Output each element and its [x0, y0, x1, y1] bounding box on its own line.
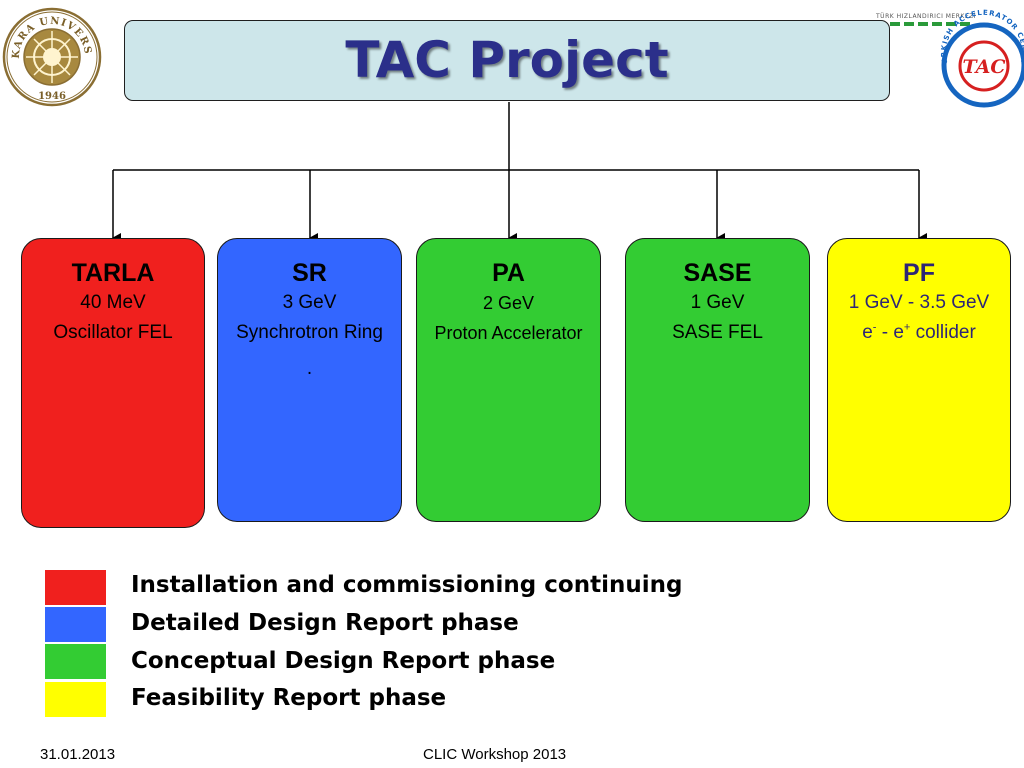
- legend-swatch-red: [45, 570, 106, 605]
- project-name: PA: [492, 259, 525, 287]
- project-box-tarla: TARLA 40 MeV Oscillator FEL: [21, 238, 205, 528]
- footer-event: CLIC Workshop 2013: [423, 746, 567, 763]
- project-box-sr: SR 3 GeV Synchrotron Ring .: [217, 238, 402, 522]
- legend-swatch-green: [45, 644, 106, 679]
- project-name: SASE: [683, 259, 752, 287]
- project-box-pf: PF 1 GeV - 3.5 GeV e- - e+ collider: [827, 238, 1011, 522]
- project-box-pa: PA 2 GeV Proton Accelerator: [416, 238, 601, 522]
- project-type: SASE FEL: [672, 322, 763, 343]
- page-title: TAC Project: [345, 31, 669, 89]
- footer-date: 31.01.2013: [40, 746, 116, 763]
- project-energy: 1 GeV - 3.5 GeV: [848, 292, 990, 313]
- title-box: [124, 20, 890, 101]
- project-name: TARLA: [71, 259, 155, 287]
- positron-symbol: - e: [876, 322, 904, 343]
- seal-year: 1946: [38, 91, 66, 102]
- ankara-university-seal-icon: ANKARA UNIVERSITY 1946: [2, 6, 102, 107]
- project-type: Synchrotron Ring: [236, 322, 383, 343]
- collider-word: collider: [910, 322, 976, 343]
- legend-swatch-blue: [45, 607, 106, 642]
- project-energy: 1 GeV: [690, 292, 745, 313]
- project-type: Proton Accelerator: [434, 323, 583, 343]
- project-name: PF: [903, 259, 935, 287]
- legend-label-installation: Installation and commissioning continuin…: [131, 572, 683, 598]
- electron-charge: -: [872, 321, 877, 334]
- project-energy: 40 MeV: [80, 292, 146, 313]
- legend-label-conceptual-design: Conceptual Design Report phase: [131, 648, 556, 674]
- tac-mark: TAC: [963, 56, 1006, 78]
- project-energy: 2 GeV: [482, 293, 535, 313]
- project-box-sase: SASE 1 GeV SASE FEL: [625, 238, 810, 522]
- project-name: SR: [292, 259, 327, 287]
- project-type: Oscillator FEL: [53, 322, 173, 343]
- project-energy: 3 GeV: [282, 292, 337, 313]
- legend-swatch-yellow: [45, 682, 106, 717]
- project-type: e- - e+ collider: [828, 318, 1010, 348]
- legend-label-detailed-design: Detailed Design Report phase: [131, 610, 519, 636]
- legend-label-feasibility: Feasibility Report phase: [131, 685, 447, 711]
- electron-symbol: e: [862, 322, 873, 343]
- positron-charge: +: [903, 321, 911, 334]
- tac-top-text: TÜRK HIZLANDIRICI MERKEZİ: [875, 13, 976, 20]
- project-note: .: [306, 358, 313, 379]
